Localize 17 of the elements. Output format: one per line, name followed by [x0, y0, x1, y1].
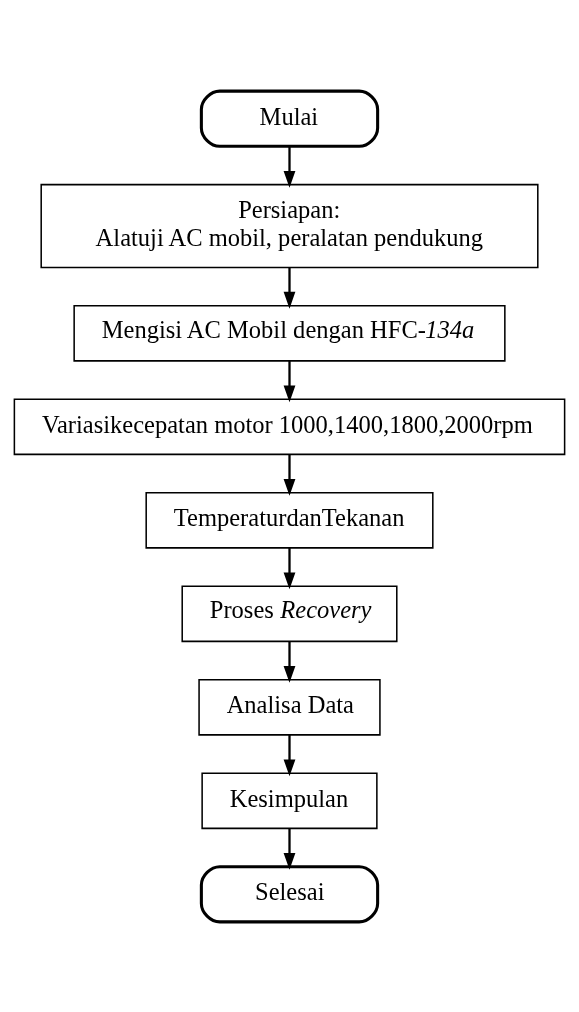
node-box: Analisa Data	[198, 678, 381, 736]
arrow	[283, 454, 296, 496]
arrow	[283, 734, 296, 776]
arrow	[283, 146, 296, 188]
arrow	[283, 828, 296, 870]
node-box: Proses Recovery	[181, 584, 398, 642]
node-box: Mengisi AC Mobil dengan HFC-134a	[73, 304, 506, 362]
node-box: TemperaturdanTekanan	[145, 491, 434, 549]
node-box: Kesimpulan	[201, 771, 378, 829]
arrow	[283, 641, 296, 683]
node-box: Variasikecepatan motor 1000,1400,1800,2000rpm	[13, 397, 566, 455]
arrow	[283, 360, 296, 402]
node-box: Persiapan: Alatuji AC mobil, peralatan pendukung	[40, 183, 539, 268]
node-box: Mulai	[199, 89, 380, 148]
arrow	[283, 267, 296, 309]
arrow	[283, 547, 296, 589]
node-box: Selesai	[199, 864, 380, 923]
